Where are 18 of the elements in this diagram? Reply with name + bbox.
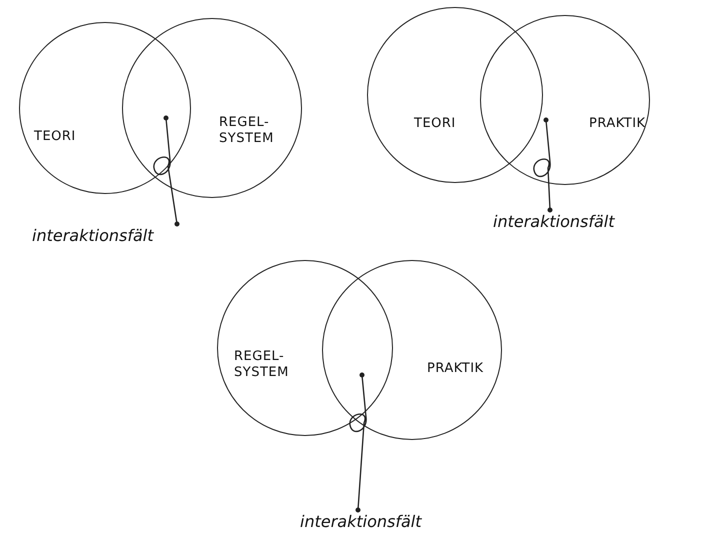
venn-circle bbox=[122, 18, 302, 198]
leader-line bbox=[153, 116, 180, 226]
circle-label: PRAKTIK bbox=[589, 116, 647, 132]
circle-label: REGEL- SYSTEM bbox=[234, 349, 290, 382]
circle-label: TEORI bbox=[414, 116, 457, 132]
circle-label: REGEL- SYSTEM bbox=[219, 115, 275, 148]
venn-circle bbox=[480, 15, 650, 185]
caption-label: interaktionsfält bbox=[32, 226, 154, 246]
leader-line bbox=[533, 118, 552, 212]
venn-circle bbox=[367, 7, 543, 183]
venn-circle bbox=[217, 260, 393, 436]
venn-circle bbox=[322, 260, 502, 440]
circle-label: TEORI bbox=[34, 129, 77, 146]
circle-label: PRAKTIK bbox=[427, 361, 485, 378]
caption-label: interaktionsfält bbox=[493, 212, 614, 232]
leader-line bbox=[349, 372, 367, 512]
caption-label: interaktionsfält bbox=[300, 512, 422, 532]
venn-circle bbox=[19, 22, 191, 194]
